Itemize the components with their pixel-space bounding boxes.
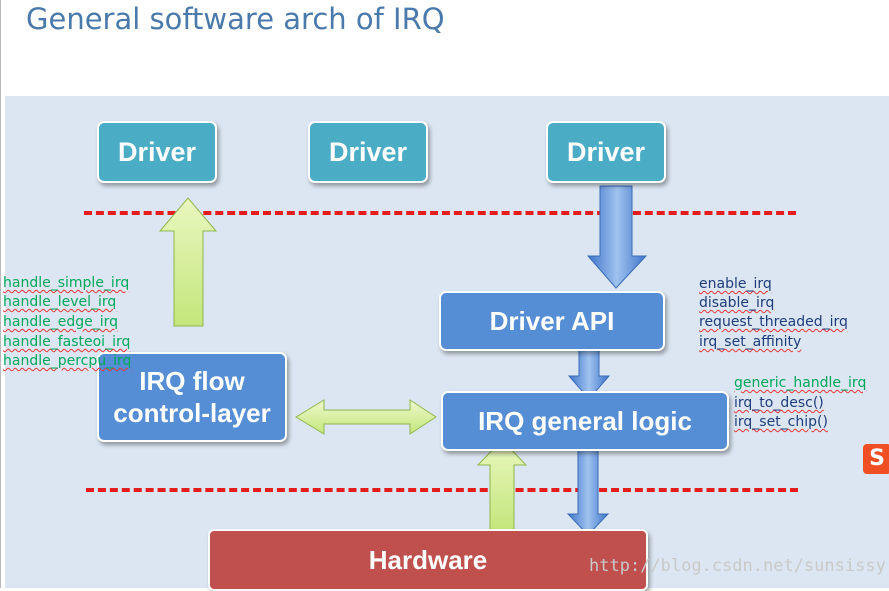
driver-api-box: Driver API [439, 291, 665, 351]
hardware-box: Hardware [208, 529, 648, 591]
flow-handler-2: handle_level_irq [3, 294, 117, 310]
driver-api-label: Driver API [489, 305, 615, 336]
irq-general-logic-box: IRQ general logic [441, 391, 729, 451]
up-arrow-flow-to-driver [158, 197, 218, 327]
upper-dashed-separator [84, 211, 796, 215]
flow-handler-4: handle_fasteoi_irq [3, 334, 131, 350]
watermark-url: http://blog.csdn.net/sunsissy [589, 556, 886, 576]
driver-api-func-3: request_threaded_irq [699, 314, 848, 330]
driver-label-1: Driver [117, 136, 197, 167]
general-logic-func-1: generic_handle_irq [734, 375, 867, 391]
lower-dashed-separator [86, 488, 798, 492]
driver-api-func-1: enable_irq [699, 276, 772, 292]
down-arrow-driver-to-api [586, 185, 648, 289]
flow-handler-1: handle_simple_irq [3, 275, 130, 291]
driver-box-3: Driver [546, 121, 666, 183]
page-title: General software arch of IRQ [26, 2, 445, 36]
csdn-logo-icon: S [863, 444, 889, 474]
down-arrow-logic-to-hardware [566, 447, 610, 536]
irq-flow-box: IRQ flow control-layer [97, 352, 287, 442]
driver-api-func-2: disable_irq [699, 295, 775, 311]
driver-box-1: Driver [97, 121, 217, 183]
driver-box-2: Driver [308, 121, 428, 183]
left-border [0, 0, 1, 588]
down-arrow-api-to-logic [567, 345, 611, 400]
flow-handler-3: handle_edge_irq [3, 314, 119, 330]
irq-flow-label-line2: control-layer [113, 398, 271, 428]
driver-label-3: Driver [566, 136, 646, 167]
driver-label-2: Driver [328, 136, 408, 167]
irq-flow-label-line1: IRQ flow [139, 366, 245, 396]
up-arrow-hardware-to-logic [476, 439, 528, 533]
hardware-label: Hardware [368, 544, 488, 575]
flow-handler-5: handle_percpu_irq [3, 353, 132, 369]
driver-api-func-4: irq_set_affinity [699, 334, 802, 350]
general-logic-func-2: irq_to_desc() [734, 395, 824, 411]
general-logic-func-3: irq_set_chip() [734, 414, 828, 430]
irq-general-logic-label: IRQ general logic [478, 405, 692, 436]
double-arrow-flow-logic [295, 399, 437, 435]
